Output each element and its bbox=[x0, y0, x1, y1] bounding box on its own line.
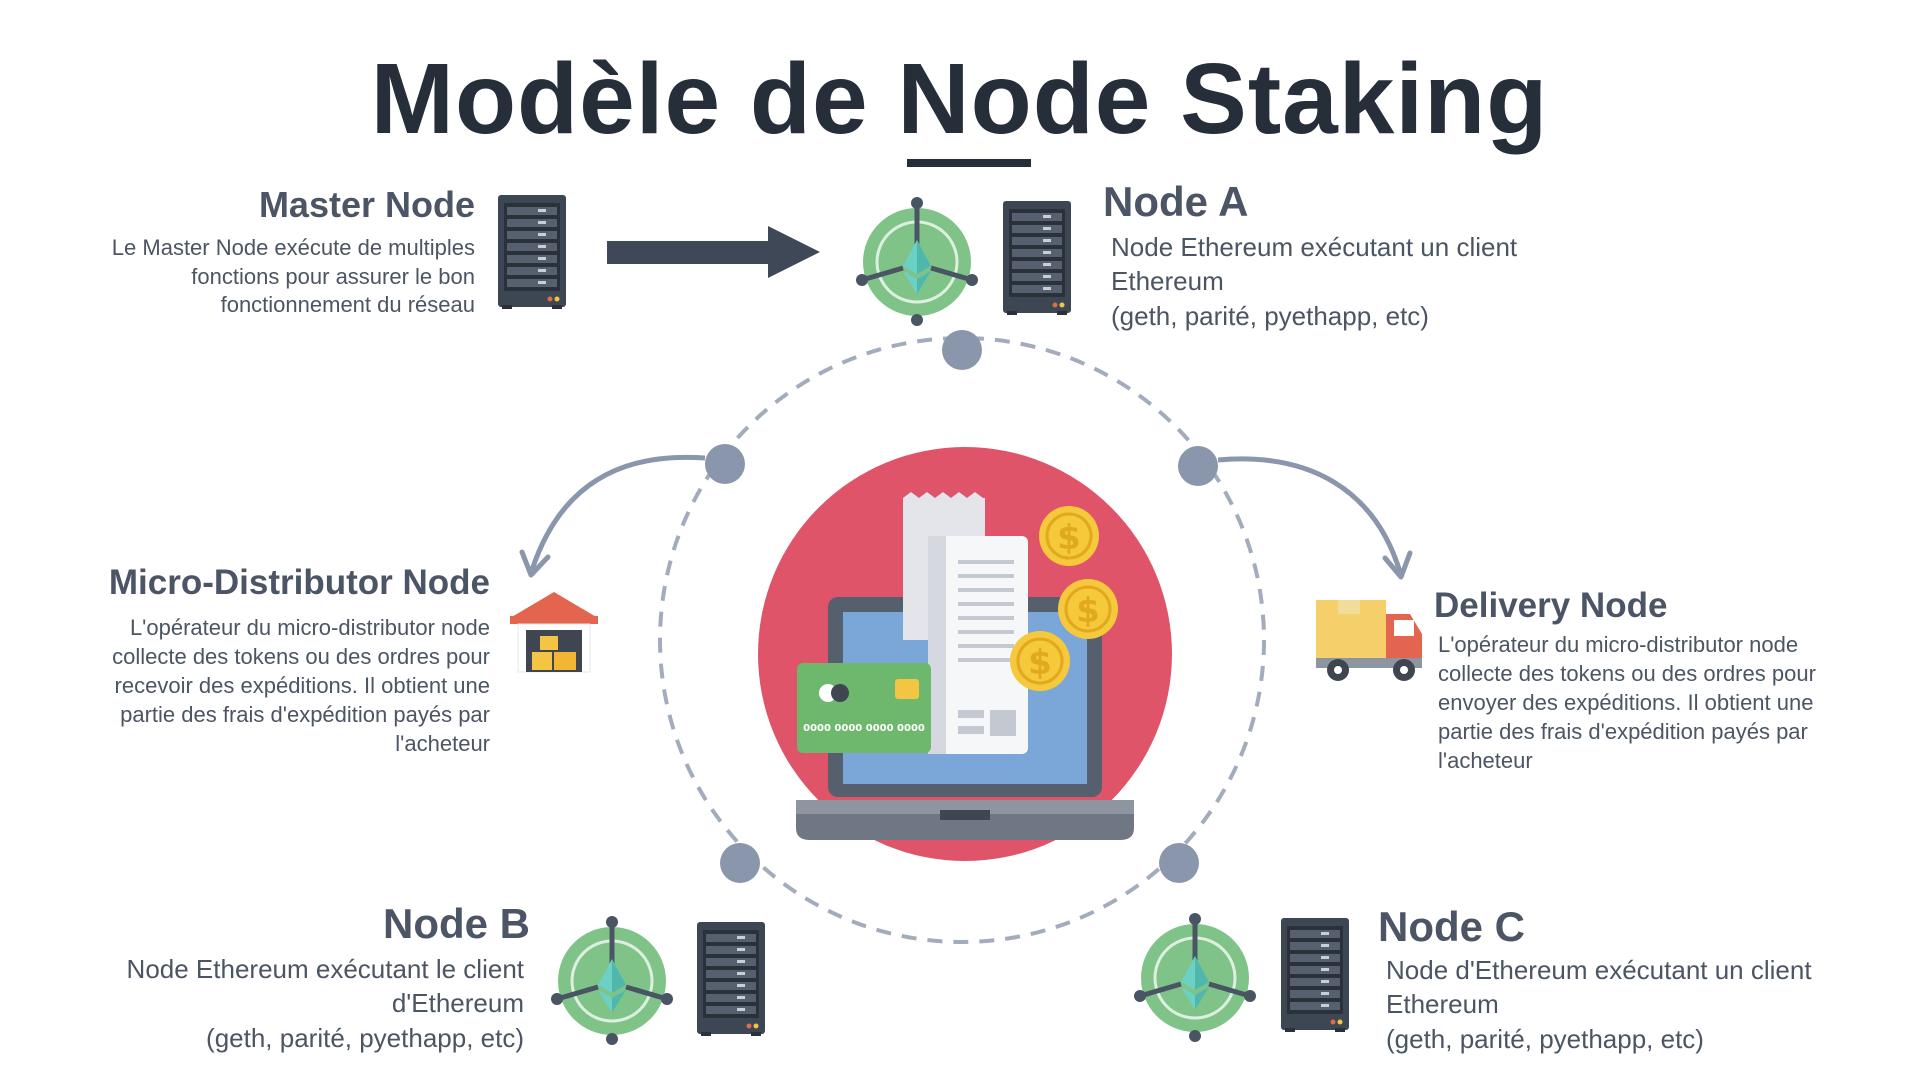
node-a-ethereum-icon bbox=[856, 197, 978, 326]
node-c-title: Node C bbox=[1378, 903, 1525, 950]
node-a-desc-line1: Node Ethereum exécutant un client bbox=[1111, 232, 1518, 262]
arrow-to-micro-distributor-head bbox=[519, 549, 551, 578]
title-underline bbox=[907, 159, 1031, 167]
arrow-to-delivery bbox=[1217, 456, 1403, 573]
micro-distributor-block: Micro-Distributor Node L'opérateur du mi… bbox=[70, 563, 490, 758]
node-a-server-icon bbox=[1003, 201, 1071, 315]
ring-dot-upper-left bbox=[705, 444, 745, 484]
node-c-server-icon bbox=[1281, 918, 1349, 1032]
node-c-block: Node C Node d'Ethereum exécutant un clie… bbox=[1378, 903, 1878, 1056]
master-node-desc: Le Master Node exécute de multiples fonc… bbox=[111, 235, 475, 318]
arrow-to-micro-distributor bbox=[529, 454, 706, 571]
ring-dot-top bbox=[942, 330, 982, 370]
node-c-desc-line1: Node d'Ethereum exécutant un client bbox=[1386, 955, 1812, 985]
master-server-icon bbox=[498, 195, 566, 309]
node-c-ethereum-icon bbox=[1134, 913, 1256, 1042]
node-a-block: Node A Node Ethereum exécutant un client… bbox=[1103, 178, 1583, 333]
master-node-block: Master Node Le Master Node exécute de mu… bbox=[60, 184, 475, 320]
node-b-title: Node B bbox=[383, 900, 530, 947]
delivery-node-block: Delivery Node L'opérateur du micro-distr… bbox=[1434, 586, 1864, 775]
node-b-desc-line1: Node Ethereum exécutant le client bbox=[126, 954, 524, 984]
arrow-master-to-node-a bbox=[607, 226, 820, 278]
card-number: 0000 0000 0000 0000 bbox=[803, 723, 925, 734]
page-title: Modèle de Node Staking bbox=[370, 43, 1549, 155]
node-a-desc-line2: Ethereum bbox=[1111, 266, 1224, 297]
ring-dot-upper-right bbox=[1178, 446, 1218, 486]
node-b-server-icon bbox=[697, 922, 765, 1036]
arrow-to-delivery-head bbox=[1382, 550, 1413, 580]
delivery-node-desc: L'opérateur du micro-distributor node co… bbox=[1438, 632, 1816, 774]
network-ring bbox=[658, 336, 1266, 944]
node-c-desc-line2: Ethereum bbox=[1386, 989, 1499, 1020]
node-a-title: Node A bbox=[1103, 178, 1249, 225]
svg-text:$: $ bbox=[1028, 643, 1052, 683]
ring-dot-lower-left bbox=[720, 843, 760, 883]
node-b-desc-line3: (geth, parité, pyethapp, etc) bbox=[206, 1022, 524, 1053]
warehouse-icon bbox=[510, 592, 598, 673]
payment-illustration: $ $ $ bbox=[758, 447, 1172, 861]
micro-distributor-desc: L'opérateur du micro-distributor node co… bbox=[112, 615, 490, 757]
delivery-node-title: Delivery Node bbox=[1434, 586, 1668, 625]
node-b-block: Node B Node Ethereum exécutant le client… bbox=[60, 900, 530, 1055]
svg-text:$: $ bbox=[1076, 591, 1100, 631]
master-node-title: Master Node bbox=[258, 184, 475, 225]
node-c-desc-line3: (geth, parité, pyethapp, etc) bbox=[1386, 1023, 1704, 1054]
micro-distributor-title: Micro-Distributor Node bbox=[108, 563, 490, 602]
svg-text:$: $ bbox=[1057, 518, 1081, 558]
delivery-truck-icon bbox=[1316, 600, 1422, 681]
node-a-desc-line3: (geth, parité, pyethapp, etc) bbox=[1111, 300, 1429, 331]
node-b-ethereum-icon bbox=[551, 916, 673, 1045]
ring-dot-lower-right bbox=[1159, 843, 1199, 883]
node-b-desc-line2: d'Ethereum bbox=[391, 988, 524, 1019]
